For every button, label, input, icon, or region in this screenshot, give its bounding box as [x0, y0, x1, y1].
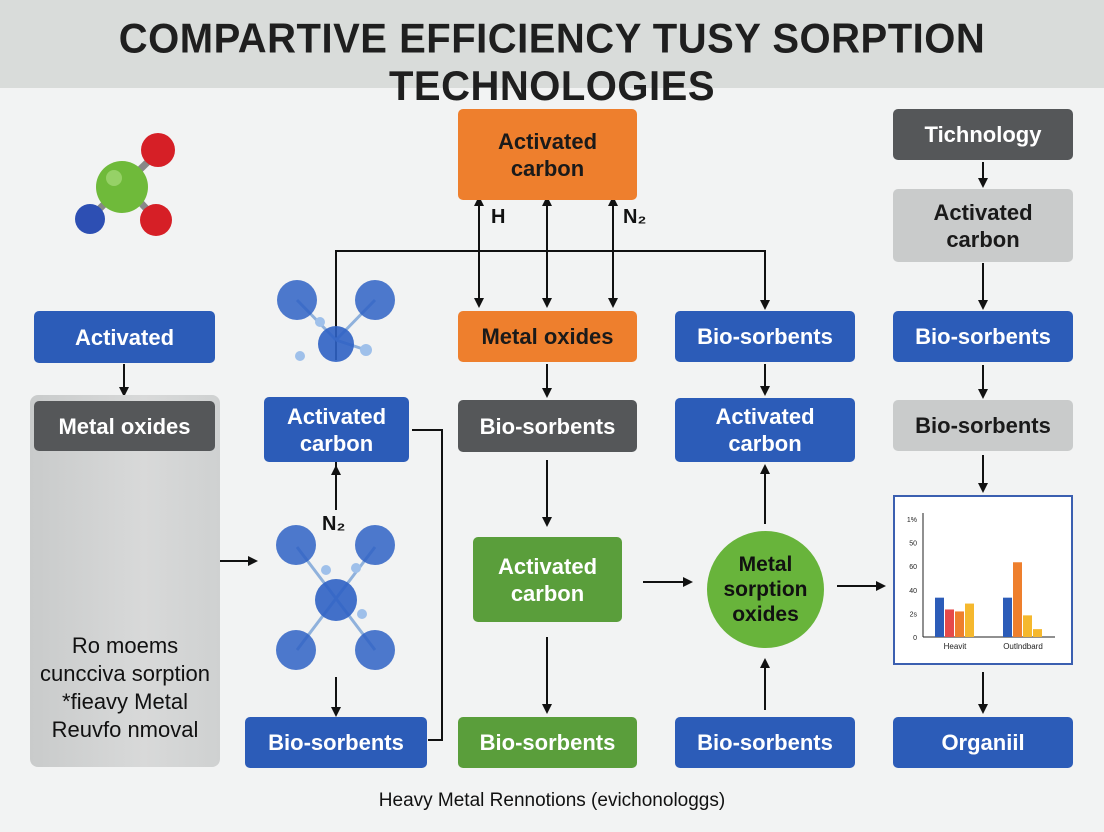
c4-metal-sorption-circle: Metal sorption oxides [707, 531, 824, 648]
y-tick-label: 40 [909, 588, 917, 595]
c5-organiil-box: Organiil [893, 717, 1073, 768]
panel-line: Ro moems [71, 633, 179, 658]
panel-line: *fieavy Metal [62, 689, 188, 714]
bar [945, 609, 954, 637]
bar [1003, 597, 1012, 637]
c4-bio-sorbents-bottom-box: Bio-sorbents [675, 717, 855, 768]
c4-activated-carbon-box: Activated carbon [675, 398, 855, 462]
panel-line: Reuvfo nmoval [51, 717, 199, 742]
bar [955, 611, 964, 637]
bar [1033, 629, 1042, 637]
c2-n2-label: N₂ [322, 513, 346, 535]
c1-metal-oxides-box: Metal oxides [34, 401, 215, 451]
c5-technology-box: Tichnology [893, 109, 1073, 160]
page-title: COMPARTIVE EFFICIENCY TUSY SORPTION TECH… [118, 15, 986, 110]
c2-activated-carbon-box: Activated carbon [264, 397, 409, 462]
diagram-caption: Heavy Metal Rennotions (evichonologgs) [378, 790, 726, 811]
bar [1023, 615, 1032, 637]
c4-bio-sorbents-box: Bio-sorbents [675, 311, 855, 362]
y-tick-label: 50 [909, 541, 917, 548]
bar [1013, 562, 1022, 637]
y-tick-label: 1% [907, 517, 917, 524]
c3-h-label: H [491, 206, 506, 228]
c1-panel [30, 395, 220, 767]
c5-bio-sorbents-box: Bio-sorbents [893, 311, 1073, 362]
molecular-network-icon-middle [276, 525, 395, 670]
c3-n2-label: N₂ [623, 206, 647, 228]
bracket-c2 [412, 429, 443, 741]
y-tick-label: 0 [913, 635, 917, 642]
c3-bio-sorbents-green-box: Bio-sorbents [458, 717, 637, 768]
c5-activated-carbon-box: Activated carbon [893, 189, 1073, 262]
molecule-icon [75, 133, 175, 236]
c3-metal-oxides-box: Metal oxides [458, 311, 637, 362]
y-tick-label: 60 [909, 564, 917, 571]
bar [935, 597, 944, 637]
x-tick-label: Outlndbard [1003, 642, 1043, 651]
c3-bio-sorbents-box: Bio-sorbents [458, 400, 637, 452]
c1-panel-text: Ro moems cunccivа sorption *fieavy Metal… [30, 632, 220, 744]
c3-activated-carbon-green-box: Activated carbon [473, 537, 622, 622]
x-tick-label: Heavit [944, 642, 967, 651]
bar [965, 603, 974, 637]
bar-chart: 0 2s 40 60 50 1% Heavit Outlndbard [907, 513, 1055, 651]
c3-activated-carbon-box: Activated carbon [458, 109, 637, 200]
bar-chart-frame: 0 2s 40 60 50 1% Heavit Outlndbard [893, 495, 1073, 665]
title-band [0, 0, 1104, 88]
molecular-network-icon-top [277, 280, 395, 362]
y-tick-label: 2s [910, 611, 918, 618]
c2-bio-sorbents-box: Bio-sorbents [245, 717, 427, 768]
panel-line: cunccivа sorption [40, 661, 210, 686]
c5-bio-sorbents-gray-box: Bio-sorbents [893, 400, 1073, 451]
c1-activated-box: Activated [34, 311, 215, 363]
